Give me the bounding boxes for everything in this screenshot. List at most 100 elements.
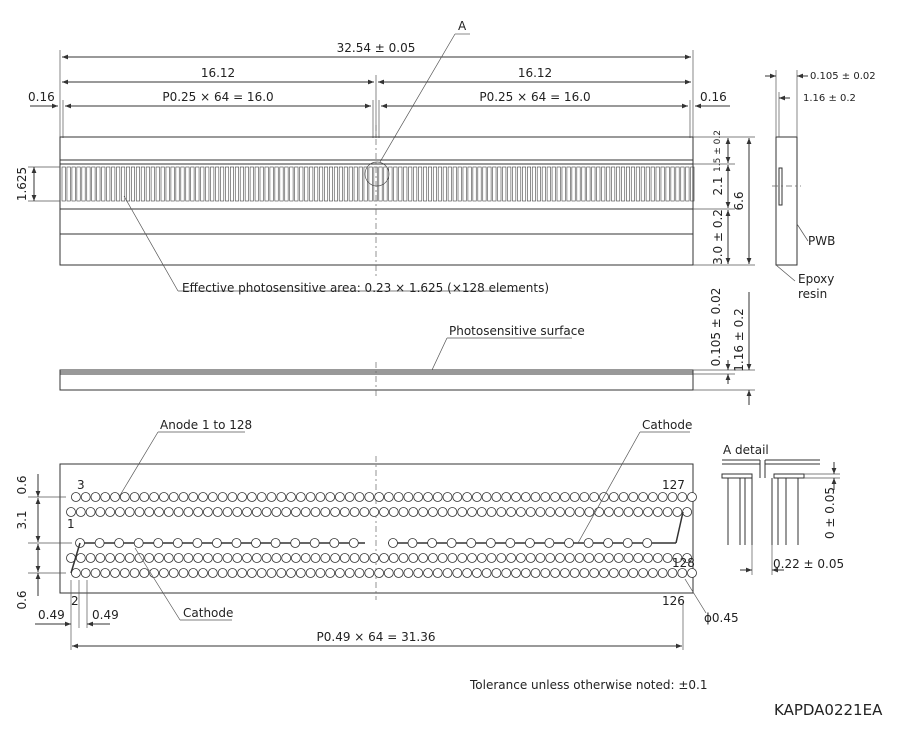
photodiode-element bbox=[244, 166, 249, 202]
label-detail-v: 0 ± 0.05 bbox=[823, 487, 837, 539]
anode-pin bbox=[457, 553, 468, 563]
anode-pin bbox=[437, 553, 448, 563]
cathode-pin bbox=[348, 538, 359, 548]
anode-pin bbox=[178, 492, 189, 502]
anode-pin bbox=[105, 553, 115, 563]
anode-pin bbox=[594, 553, 604, 563]
photodiode-element bbox=[116, 166, 121, 202]
label-pitch-right: P0.25 × 64 = 16.0 bbox=[479, 90, 590, 104]
anode-pin bbox=[281, 553, 292, 563]
anode-pin bbox=[271, 507, 282, 517]
photodiode-element bbox=[220, 166, 225, 202]
anode-pin bbox=[374, 568, 385, 578]
photodiode-element bbox=[185, 166, 190, 202]
photodiode-element bbox=[427, 166, 432, 202]
label-pitch-left: P0.25 × 64 = 16.0 bbox=[162, 90, 273, 104]
photodiode-element bbox=[536, 166, 541, 202]
photodiode-element bbox=[670, 166, 675, 202]
label-dim-06a: 0.6 bbox=[15, 475, 29, 494]
a-detail: A detail 0 ± 0.05 0.22 ± 0.05 bbox=[721, 443, 844, 575]
photodiode-element bbox=[487, 166, 492, 202]
photodiode-element bbox=[472, 166, 477, 202]
anode-pin bbox=[188, 568, 199, 578]
label-dim-31: 3.1 bbox=[15, 510, 29, 529]
photodiode-element bbox=[279, 166, 284, 202]
anode-pin bbox=[354, 492, 365, 502]
anode-pin bbox=[168, 492, 179, 502]
photodiode-element bbox=[606, 166, 611, 202]
cathode-pin bbox=[564, 538, 574, 548]
anode-pin bbox=[657, 492, 668, 502]
photodiode-element bbox=[274, 166, 279, 202]
photodiode-element bbox=[86, 166, 91, 202]
anode-pin bbox=[520, 568, 531, 578]
label-side-top1: 0.105 ± 0.02 bbox=[810, 71, 876, 82]
anode-pin bbox=[90, 568, 101, 578]
photodiode-element bbox=[591, 166, 596, 202]
anode-pin bbox=[462, 568, 473, 578]
anode-pin bbox=[623, 553, 634, 563]
label-cathode-top: Cathode bbox=[642, 418, 692, 432]
anode-pin bbox=[564, 507, 575, 517]
photodiode-element bbox=[215, 166, 220, 202]
photodiode-element bbox=[190, 166, 195, 202]
label-detail-h: 0.22 ± 0.05 bbox=[773, 557, 844, 571]
photodiode-element bbox=[254, 166, 259, 202]
photodiode-element bbox=[625, 166, 630, 202]
anode-pin bbox=[687, 492, 697, 502]
anode-pin bbox=[71, 492, 81, 502]
anode-pin bbox=[496, 507, 507, 517]
photodiode-element bbox=[230, 166, 235, 202]
photodiode-element bbox=[645, 166, 650, 202]
anode-pin bbox=[555, 507, 565, 517]
photodiode-element bbox=[294, 166, 299, 202]
anode-pin bbox=[251, 507, 262, 517]
cathode-pin bbox=[466, 538, 477, 548]
cathode-pin bbox=[642, 538, 653, 548]
photodiode-element bbox=[616, 166, 621, 202]
anode-pin bbox=[198, 568, 208, 578]
bottom-view: Anode 1 to 128 Cathode Cathode 3 127 1 1… bbox=[15, 418, 739, 650]
cathode-pin bbox=[407, 538, 418, 548]
photodiode-element bbox=[467, 166, 472, 202]
anode-pin bbox=[115, 507, 125, 517]
anode-pin bbox=[158, 492, 169, 502]
photodiode-element bbox=[205, 166, 210, 202]
label-side-top2: 1.16 ± 0.2 bbox=[803, 93, 856, 104]
label-pin-1: 1 bbox=[67, 517, 75, 531]
cathode-pin bbox=[603, 538, 613, 548]
cathode-pin bbox=[172, 538, 183, 548]
anode-pin bbox=[633, 553, 644, 563]
anode-pin bbox=[320, 507, 331, 517]
anode-pin bbox=[85, 553, 96, 563]
top-view: A 32.54 ± 0.05 16.12 16.12 0.16 0.16 P0.… bbox=[15, 19, 755, 295]
photodiode-element bbox=[234, 166, 239, 202]
anode-pin bbox=[359, 507, 370, 517]
label-pin-2: 2 bbox=[71, 594, 79, 608]
anode-pin bbox=[662, 507, 673, 517]
anode-pin bbox=[476, 507, 487, 517]
anode-pin bbox=[110, 568, 120, 578]
label-pitch-bottom: P0.49 × 64 = 31.36 bbox=[317, 630, 436, 644]
anode-pin bbox=[95, 507, 106, 517]
cathode-pin bbox=[505, 538, 516, 548]
anode-pin bbox=[496, 553, 507, 563]
anode-pin bbox=[452, 492, 463, 502]
anode-pin bbox=[305, 492, 316, 502]
label-dim-049a: 0.49 bbox=[38, 608, 65, 622]
photodiode-element bbox=[131, 166, 136, 202]
anode-pin bbox=[535, 553, 546, 563]
photodiode-element bbox=[457, 166, 462, 202]
photodiode-element bbox=[413, 166, 418, 202]
cathode-pin bbox=[231, 538, 242, 548]
photodiode-element bbox=[239, 166, 244, 202]
anode-pin bbox=[124, 507, 135, 517]
anode-pin bbox=[334, 492, 345, 502]
anode-pin bbox=[364, 492, 375, 502]
anode-pin bbox=[149, 492, 160, 502]
photodiode-element bbox=[378, 166, 383, 202]
anode-pin bbox=[604, 553, 614, 563]
anode-pin bbox=[623, 507, 634, 517]
anode-pin bbox=[525, 553, 536, 563]
photodiode-element bbox=[665, 166, 670, 202]
